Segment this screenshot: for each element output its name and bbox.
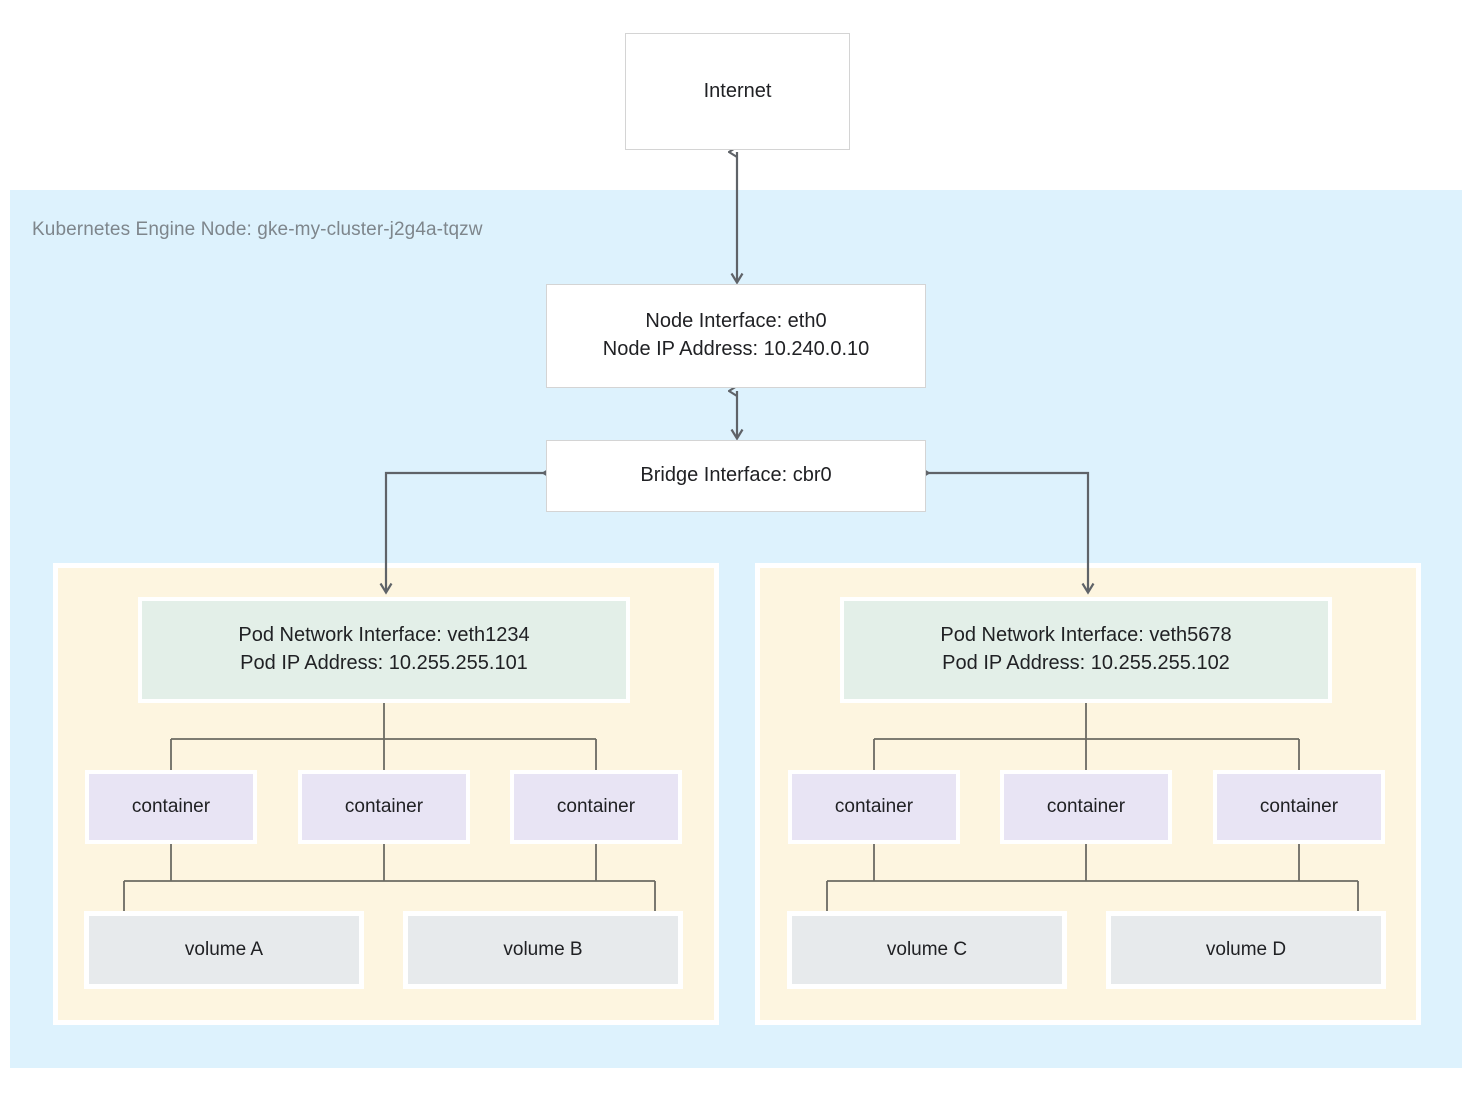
bridge-interface-box: Bridge Interface: cbr0 xyxy=(546,440,926,512)
volume-box: volume C xyxy=(787,911,1067,989)
volume-box: volume A xyxy=(84,911,364,989)
pod-left-iface-line2: Pod IP Address: 10.255.255.101 xyxy=(240,652,528,674)
container-box: container xyxy=(85,770,257,844)
volume-box: volume D xyxy=(1106,911,1386,989)
pod-network-interface-left: Pod Network Interface: veth1234 Pod IP A… xyxy=(138,597,630,703)
pod-right-iface-line1: Pod Network Interface: veth5678 xyxy=(940,624,1232,647)
node-interface-line1: Node Interface: eth0 xyxy=(645,310,827,333)
pod-network-interface-right: Pod Network Interface: veth5678 Pod IP A… xyxy=(840,597,1332,703)
container-box: container xyxy=(510,770,682,844)
internet-box: Internet xyxy=(625,33,850,150)
node-interface-line2: Node IP Address: 10.240.0.10 xyxy=(602,338,870,360)
container-box: container xyxy=(788,770,960,844)
container-box: container xyxy=(1000,770,1172,844)
container-box: container xyxy=(298,770,470,844)
pod-right-iface-line2: Pod IP Address: 10.255.255.102 xyxy=(942,652,1230,674)
node-interface-box: Node Interface: eth0 Node IP Address: 10… xyxy=(546,284,926,388)
node-region-label: Kubernetes Engine Node: gke-my-cluster-j… xyxy=(32,219,483,240)
container-box: container xyxy=(1213,770,1385,844)
pod-left-iface-line1: Pod Network Interface: veth1234 xyxy=(238,624,530,647)
volume-box: volume B xyxy=(403,911,683,989)
